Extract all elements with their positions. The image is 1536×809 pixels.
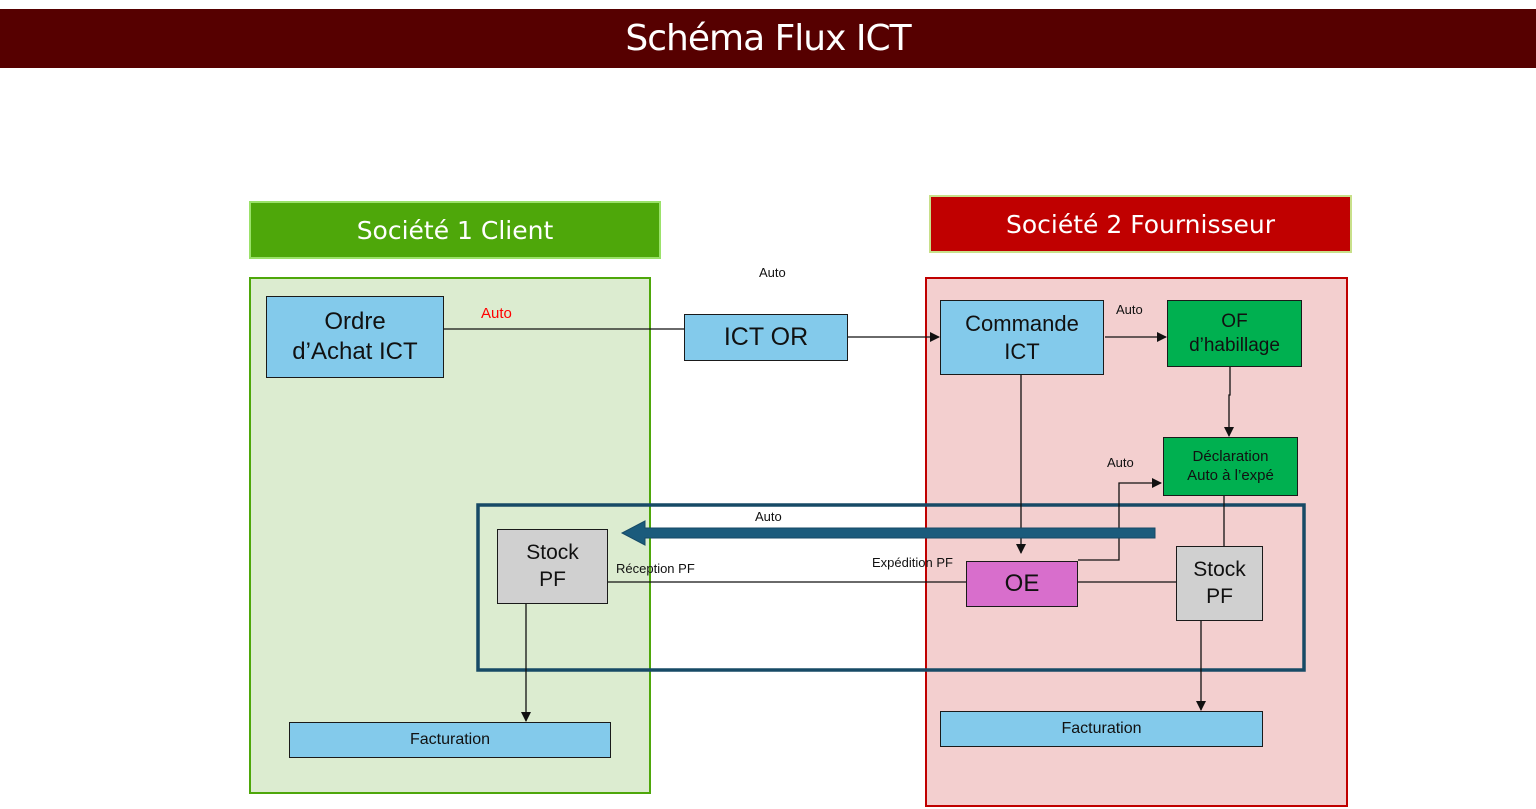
label-big-arrow: Auto xyxy=(755,509,782,524)
label-ictor-to-order: Auto xyxy=(759,265,786,280)
node-supplier-stock[interactable]: Stock PF xyxy=(1176,546,1263,621)
node-supplier-order[interactable]: Commande ICT xyxy=(940,300,1104,375)
node-declaration[interactable]: Déclaration Auto à l’expé xyxy=(1163,437,1298,496)
client-header: Société 1 Client xyxy=(249,201,661,259)
label-order-to-of: Auto xyxy=(1116,302,1143,317)
page-title: Schéma Flux ICT xyxy=(0,9,1536,68)
label-oe-to-declaration: Auto xyxy=(1107,455,1134,470)
node-purchase-order[interactable]: Ordre d’Achat ICT xyxy=(266,296,444,378)
label-reception: Réception PF xyxy=(616,561,695,576)
label-expedition: Expédition PF xyxy=(872,555,953,570)
label-po-to-ictor: Auto xyxy=(481,305,512,322)
node-of-habillage[interactable]: OF d’habillage xyxy=(1167,300,1302,367)
node-client-stock[interactable]: Stock PF xyxy=(497,529,608,604)
node-supplier-invoicing[interactable]: Facturation xyxy=(940,711,1263,747)
supplier-header: Société 2 Fournisseur xyxy=(929,195,1352,253)
node-oe[interactable]: OE xyxy=(966,561,1078,607)
node-ict-or[interactable]: ICT OR xyxy=(684,314,848,361)
node-client-invoicing[interactable]: Facturation xyxy=(289,722,611,758)
